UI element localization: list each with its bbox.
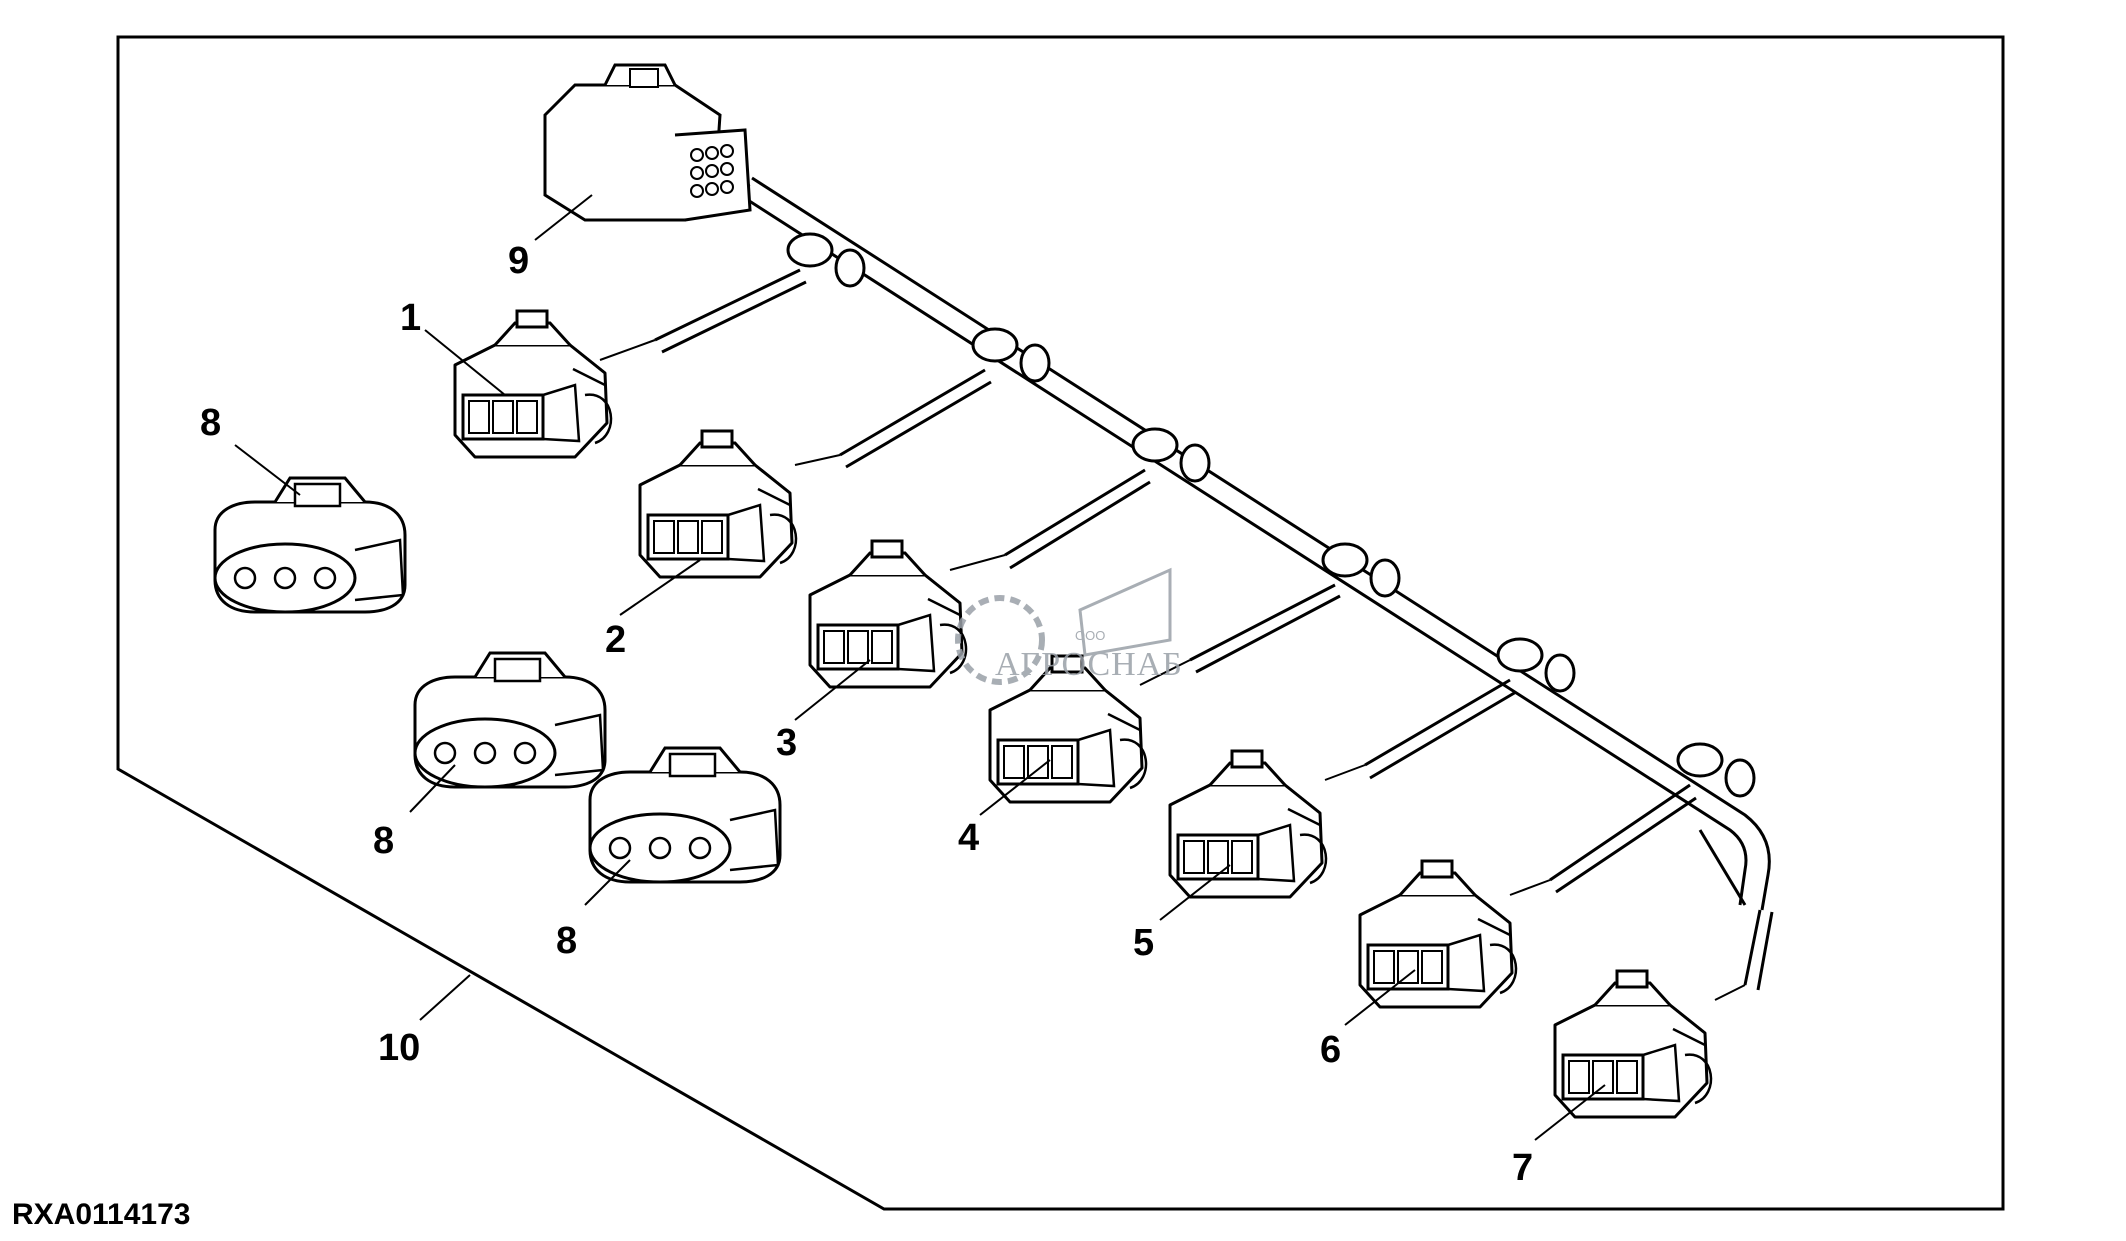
- callout-4: 4: [958, 817, 979, 859]
- callout-8c: 8: [556, 920, 577, 962]
- connector-3: [808, 539, 968, 689]
- loose-connector-8c: [588, 746, 782, 884]
- wire-tails: [599, 184, 1746, 1001]
- callout-9: 9: [508, 240, 529, 282]
- main-harness: [739, 176, 1771, 911]
- figure-id: RXA0114173: [12, 1198, 190, 1231]
- watermark-brand: АГРОСНАБ: [995, 646, 1183, 683]
- branch-leads: [654, 268, 1774, 991]
- callout-3: 3: [776, 722, 797, 764]
- diagram-frame: [116, 35, 2005, 1211]
- callout-7: 7: [1512, 1147, 1533, 1189]
- watermark-prefix: ООО: [1075, 628, 1105, 643]
- callout-8b: 8: [373, 820, 394, 862]
- connector-6: [1358, 859, 1518, 1009]
- callout-6: 6: [1320, 1029, 1341, 1071]
- loose-connector-8b: [413, 651, 607, 789]
- callout-2: 2: [605, 619, 626, 661]
- watermark-logo: ООО АГРОСНАБ: [955, 567, 1183, 685]
- connector-7: [1553, 969, 1713, 1119]
- callout-10: 10: [378, 1027, 420, 1069]
- multi-pin-connector: [543, 63, 752, 222]
- callout-5: 5: [1133, 922, 1154, 964]
- leader-lines: [234, 194, 1606, 1141]
- callout-8a: 8: [200, 402, 221, 444]
- connector-5: [1168, 749, 1328, 899]
- loose-connector-8a: [213, 476, 407, 614]
- connector-2: [638, 429, 798, 579]
- callout-1: 1: [400, 297, 421, 339]
- connector-1: [453, 309, 613, 459]
